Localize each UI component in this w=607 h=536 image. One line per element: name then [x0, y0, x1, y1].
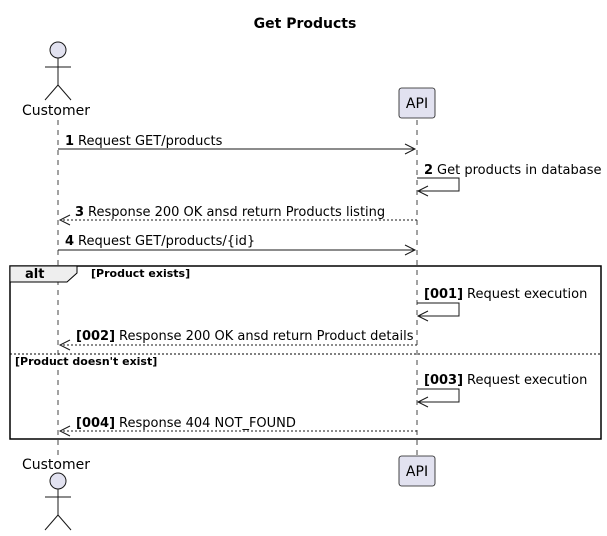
message-number: 2	[424, 163, 433, 178]
svg-text:[002]Response 200 OK ansd retu: [002] Response 200 OK ansd return Product…	[76, 329, 414, 344]
message-text: Request execution	[467, 373, 587, 388]
message-number: [001]	[424, 287, 463, 302]
customer-actor-top	[44, 41, 72, 101]
svg-text:[003]Request execution: [003] Request execution	[424, 373, 587, 388]
message-2: 2 Get products in database	[416, 163, 602, 197]
customer-actor-bottom	[44, 472, 72, 531]
message-text: Response 404 NOT_FOUND	[119, 416, 296, 431]
api-label-bottom: API	[406, 464, 428, 480]
message-002: [002] Response 200 OK ansd return Product…	[58, 329, 417, 351]
message-text: Request GET/products	[78, 134, 223, 149]
message-number: 3	[75, 205, 84, 220]
api-participant-bottom: API	[398, 455, 436, 487]
message-number: 1	[65, 134, 74, 149]
message-number: [003]	[424, 373, 463, 388]
customer-label-top: Customer	[22, 103, 90, 119]
diagram-title: Get Products	[254, 16, 357, 32]
message-text: Response 200 OK ansd return Product deta…	[119, 329, 414, 344]
message-001: [001] Request execution	[416, 287, 587, 322]
message-004: [004] Response 404 NOT_FOUND	[58, 416, 417, 437]
alt-frame: alt [Product exists] [Product doesn't ex…	[9, 265, 602, 440]
api-participant-top: API	[398, 87, 436, 119]
message-number: [004]	[76, 416, 115, 431]
message-text: Response 200 OK ansd return Products lis…	[88, 205, 385, 220]
message-4: 4 Request GET/products/{id}	[58, 234, 417, 256]
alt-guard-1: [Product exists]	[91, 267, 190, 280]
svg-text:[004]Response 404 NOT_FOUND: [004] Response 404 NOT_FOUND	[76, 416, 296, 431]
alt-guard-2: [Product doesn't exist]	[15, 355, 157, 368]
message-text: Request execution	[467, 287, 587, 302]
actor-head-icon	[49, 472, 67, 490]
message-number: [002]	[76, 329, 115, 344]
alt-keyword: alt	[25, 267, 44, 282]
customer-label-bottom: Customer	[22, 457, 90, 473]
message-text: Request GET/products/{id}	[78, 234, 255, 249]
message-3: 3 Response 200 OK ansd return Products li…	[58, 205, 417, 226]
api-label-top: API	[406, 96, 428, 112]
svg-text:[001]Request execution: [001] Request execution	[424, 287, 587, 302]
message-003: [003] Request execution	[416, 373, 587, 408]
message-text: Get products in database	[437, 163, 601, 178]
message-1: 1 Request GET/products	[58, 134, 417, 155]
actor-head-icon	[49, 41, 67, 59]
message-number: 4	[65, 234, 74, 249]
